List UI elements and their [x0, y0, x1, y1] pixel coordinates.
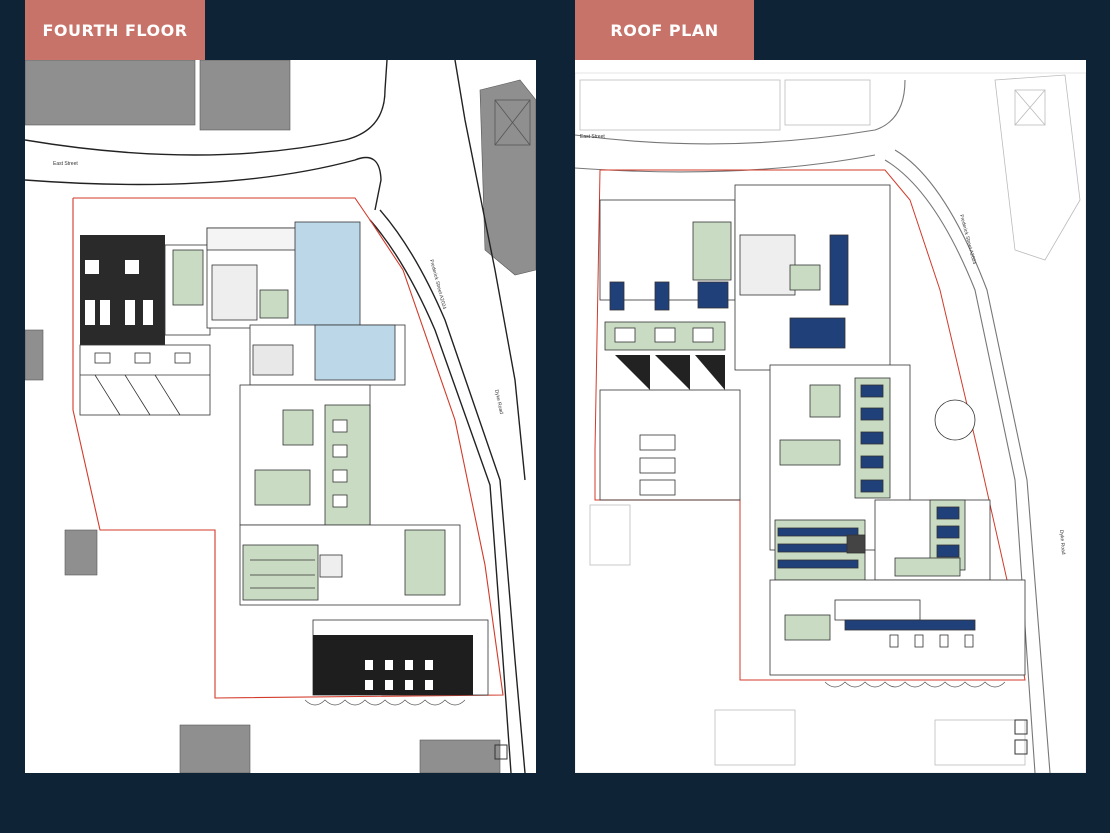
upper-block: [164, 221, 406, 386]
roads: [25, 60, 526, 773]
middle-block: [769, 364, 911, 581]
undercroft: [79, 344, 211, 416]
street-label-east: East Street: [580, 134, 605, 140]
central-block: [734, 184, 891, 371]
street-label-dyke: Dyke Road: [493, 389, 504, 415]
west-block: [599, 199, 736, 351]
south-block: [769, 579, 1026, 676]
street-label-east: East Street: [53, 161, 78, 167]
undercroft-ramps: [615, 355, 725, 390]
fourth-floor-tab: FOURTH FLOOR: [25, 0, 205, 60]
roof-plan-drawing: East Street Frederick Street A2024 Dyke …: [575, 72, 1086, 773]
street-label-dyke: Dyke Road: [1058, 530, 1066, 555]
fourth-floor-drawing: East Street Frederick Street A2024 Dyke …: [25, 60, 536, 773]
roof-plan: East Street Frederick Street A2024 Dyke …: [575, 60, 1086, 773]
site-boundary: [594, 169, 1026, 681]
dark-block-west: [80, 235, 165, 345]
dark-block-south: [312, 619, 489, 696]
middle-block: [239, 384, 461, 606]
context-buildings: [579, 74, 1081, 766]
roof-plan-tab: ROOF PLAN: [575, 0, 754, 60]
east-wing: [874, 399, 991, 581]
context-buildings: [25, 60, 536, 773]
site-boundary: [72, 197, 504, 699]
parking: [599, 389, 741, 501]
fourth-floor-plan: East Street Frederick Street A2024 Dyke …: [25, 60, 536, 773]
